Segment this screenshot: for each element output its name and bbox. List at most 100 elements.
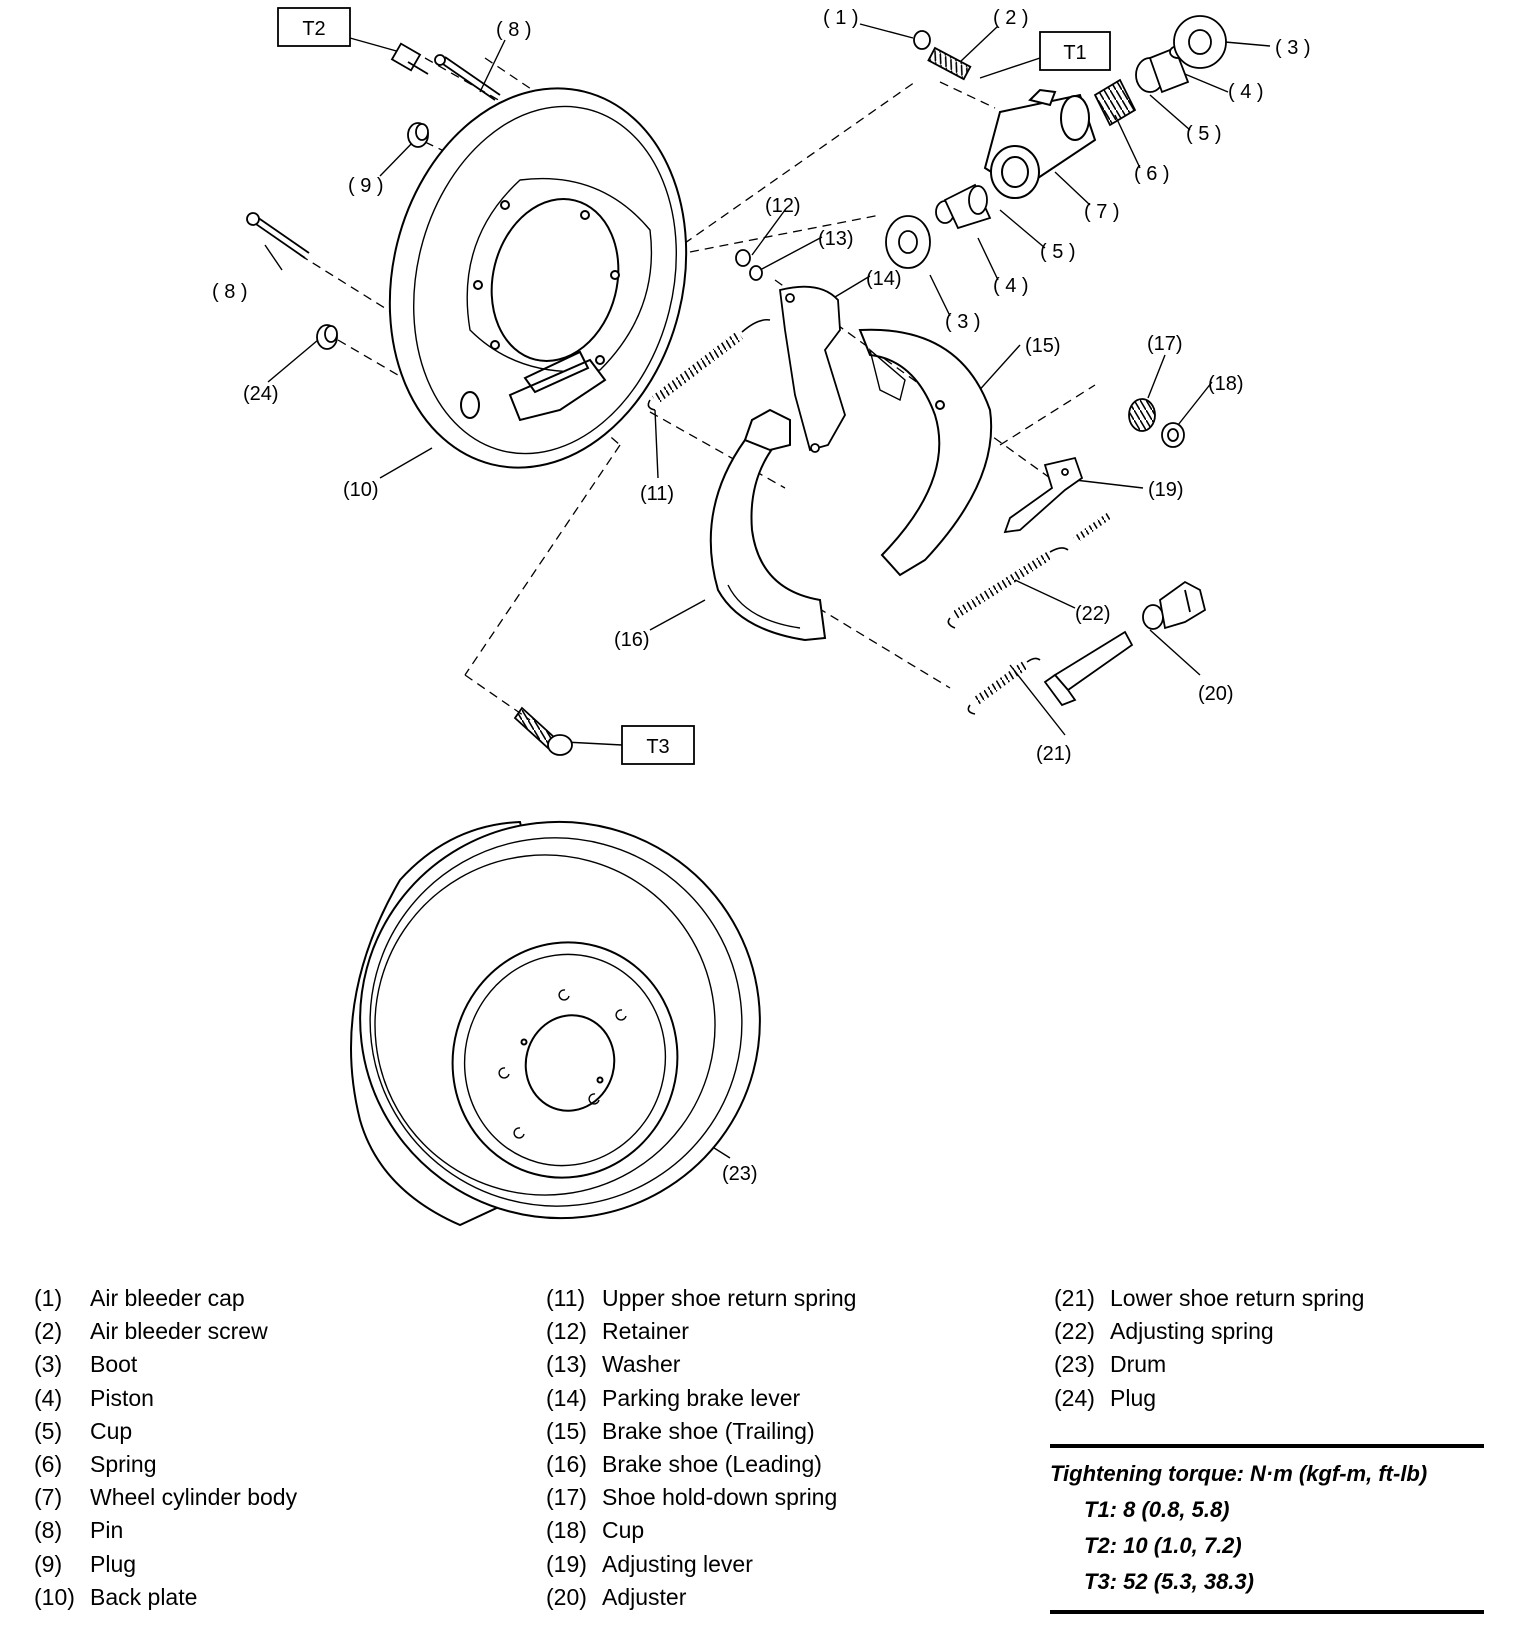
retainer-washer (735, 249, 763, 281)
torque-row-t2: T2: 10 (1.0, 7.2) (1084, 1533, 1242, 1558)
callout-6: ( 6 ) (1134, 163, 1170, 185)
legend-item-number: (14) (546, 1384, 587, 1411)
legend-item-label: Shoe hold-down spring (602, 1484, 838, 1511)
legend-item: (18)Cup (546, 1514, 856, 1547)
wheel-cylinder-body (983, 88, 1097, 199)
legend-item-label: Plug (1110, 1384, 1157, 1411)
parking-brake-lever (779, 285, 846, 453)
legend-item-number: (22) (1054, 1318, 1095, 1345)
legend-item-label: Boot (90, 1351, 138, 1378)
legend-item: (24)Plug (1054, 1382, 1364, 1415)
cylinder-internals (885, 15, 1227, 269)
legend-item-number: (19) (546, 1550, 587, 1577)
callout-3: ( 3 ) (945, 311, 981, 333)
lower-shoe-return-spring (967, 657, 1041, 715)
legend-column-2: (11) Upper shoe return spring (12)Retainer… (546, 1282, 856, 1614)
callout-5: ( 5 ) (1186, 123, 1222, 145)
adjusting-spring (947, 512, 1113, 629)
leader-lines (264, 23, 1271, 1159)
t3-box (621, 725, 695, 765)
callout-20: (20) (1198, 683, 1234, 705)
adjuster (1043, 580, 1207, 707)
legend-item-number: (20) (546, 1583, 587, 1610)
box-label-t1: T1 (1063, 42, 1086, 64)
legend-item-label: Air bleeder cap (90, 1285, 245, 1311)
callout-1: ( 1 ) (823, 7, 859, 29)
legend-item-label: Pin (90, 1517, 124, 1544)
callout-8: ( 8 ) (212, 281, 248, 303)
legend-item: (23)Drum (1054, 1348, 1364, 1381)
legend-item-label: Wheel cylinder body (90, 1484, 298, 1511)
callout-15: (15) (1025, 335, 1061, 357)
callout-5: ( 5 ) (1040, 241, 1076, 263)
legend-item: (12)Retainer (546, 1315, 856, 1348)
legend-item: (17) Shoe hold-down spring (546, 1481, 856, 1514)
brake-shoe-trailing (858, 328, 993, 577)
t1-box (1039, 31, 1111, 71)
callout-9: ( 9 ) (348, 175, 384, 197)
callout-12: (12) (765, 195, 801, 217)
legend-item-label: Washer (602, 1351, 681, 1378)
legend-item-label: Piston (90, 1384, 154, 1411)
legend-item-number: (2) (34, 1318, 63, 1345)
legend-item-number: (6) (34, 1451, 63, 1478)
callout-24: (24) (243, 383, 279, 405)
legend-item: (21) Lower shoe return spring (1054, 1282, 1364, 1315)
legend-item: (2) Air bleeder screw (34, 1315, 297, 1348)
pin (246, 54, 501, 259)
legend-item: (11) Upper shoe return spring (546, 1282, 856, 1315)
legend-item-number: (21) (1054, 1285, 1095, 1311)
callout-17: (17) (1147, 333, 1183, 355)
legend-item: (1)Air bleeder cap (34, 1282, 297, 1315)
legend-item: (9) Plug (34, 1548, 297, 1581)
callout-8: ( 8 ) (496, 19, 532, 41)
callout-3: ( 3 ) (1275, 37, 1311, 59)
back-plate (388, 87, 688, 469)
legend-item-number: (5) (34, 1417, 63, 1444)
upper-shoe-return-spring (647, 318, 771, 411)
tightening-torque-table: Tightening torque: N·m (kgf-m, ft-lb) T1… (1050, 1444, 1484, 1614)
legend-item-label: Brake shoe (Leading) (602, 1451, 822, 1478)
legend-item-label: Spring (90, 1451, 157, 1478)
legend-item-label: Parking brake lever (602, 1384, 801, 1411)
callout-4: ( 4 ) (993, 275, 1029, 297)
legend-item: (4) Piston (34, 1382, 297, 1415)
torque-row-t3: T3: 52 (5.3, 38.3) (1084, 1569, 1254, 1594)
legend-item-label: Lower shoe return spring (1110, 1285, 1365, 1311)
legend-item-label: Plug (90, 1550, 137, 1577)
legend-item: (6) Spring (34, 1448, 297, 1481)
legend-item-label: Retainer (602, 1318, 689, 1345)
hold-down-spring (1128, 398, 1185, 448)
legend-item-number: (3) (34, 1351, 63, 1378)
legend-item: (13)Washer (546, 1348, 856, 1381)
legend-item-label: Adjusting spring (1110, 1318, 1274, 1345)
callout-4: ( 4 ) (1228, 81, 1264, 103)
legend-item-number: (10) (34, 1583, 75, 1610)
bolt-t2 (390, 42, 429, 75)
legend-item-number: (17) (546, 1484, 587, 1511)
legend-item-label: Back plate (90, 1583, 198, 1610)
legend-item-number: (16) (546, 1451, 587, 1478)
legend-item-number: (15) (546, 1417, 587, 1444)
adjusting-lever (1003, 456, 1084, 534)
legend-item: (20)Adjuster (546, 1581, 856, 1614)
legend-item-number: (9) (34, 1550, 63, 1577)
bolt-t3 (513, 706, 573, 756)
callout-16: (16) (614, 629, 650, 651)
plug (316, 122, 429, 350)
legend-item-label: Upper shoe return spring (602, 1285, 857, 1311)
callout-2: ( 2 ) (993, 7, 1029, 29)
legend-item: (16) Brake shoe (Leading) (546, 1448, 856, 1481)
callout-19: (19) (1148, 479, 1184, 501)
legend-item: (7)Wheel cylinder body (34, 1481, 297, 1514)
callout-22: (22) (1075, 603, 1111, 625)
legend-item-label: Cup (90, 1417, 133, 1444)
legend-item-number: (11) (546, 1285, 586, 1311)
legend-item-label: Air bleeder screw (90, 1318, 268, 1345)
brake-shoe-leading (709, 408, 827, 642)
callout-11: (11) (640, 483, 674, 505)
legend-item-number: (4) (34, 1384, 63, 1411)
callout-18: (18) (1208, 373, 1244, 395)
legend-item-label: Adjusting lever (602, 1550, 753, 1577)
legend-item: (5) Cup (34, 1415, 297, 1448)
